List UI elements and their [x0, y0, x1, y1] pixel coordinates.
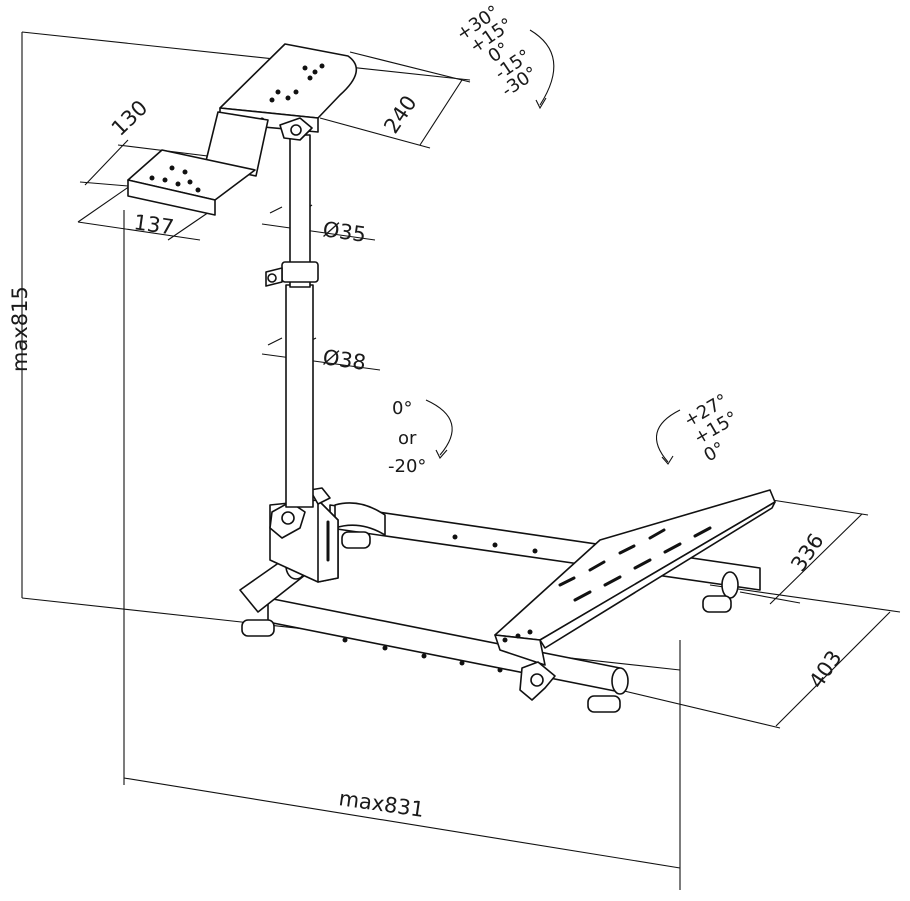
rotation-arrows: [425, 29, 681, 465]
dim-height-max: max815: [8, 286, 32, 372]
column: [265, 134, 319, 508]
dim-lower-tube-diameter: Ø38: [321, 345, 367, 375]
dim-base-depth: 403: [804, 646, 846, 693]
column-angle-1: 0°: [392, 398, 412, 419]
shifter-holes: [149, 165, 201, 193]
foot-rear-left: [341, 531, 371, 549]
column-bracket: [269, 487, 339, 583]
angle-labels: +30° +15° 0° -15° -30° 0° or -20° +27° +…: [388, 1, 742, 477]
dim-width-max: max831: [337, 786, 425, 822]
shifter-plate: [127, 111, 269, 216]
column-angle-2: or: [398, 428, 417, 449]
dim-top-plate-depth: 240: [379, 91, 421, 138]
foot-front-left: [241, 619, 275, 637]
foot-front-right: [587, 695, 621, 713]
dim-small-plate-depth: 137: [132, 210, 175, 239]
pedal-plate: [494, 489, 776, 666]
dim-small-plate-width: 130: [107, 95, 153, 140]
dim-upper-tube-diameter: Ø35: [321, 217, 367, 247]
pedal-knob: [519, 661, 556, 701]
dimension-lines: [21, 31, 901, 890]
column-angle-3: -20°: [388, 456, 426, 477]
wheel-mount-plate: [219, 43, 358, 141]
foot-rear-right: [702, 595, 732, 613]
